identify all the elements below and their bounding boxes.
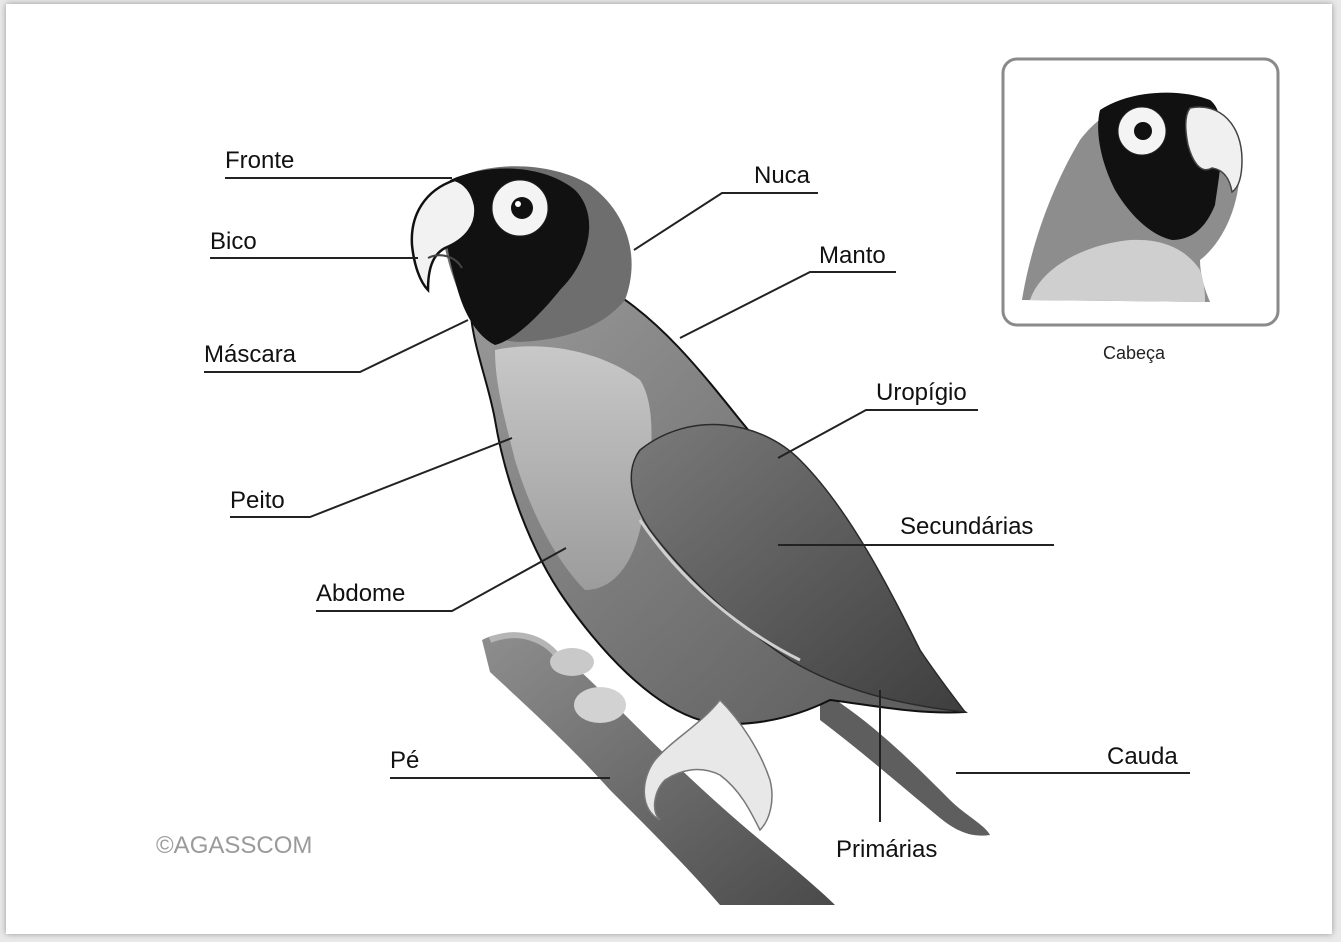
label-nuca: Nuca — [754, 164, 810, 188]
label-manto: Manto — [819, 244, 886, 268]
label-pe: Pé — [390, 749, 419, 773]
label-peito: Peito — [230, 489, 285, 513]
label-uropigio: Uropígio — [876, 381, 967, 405]
label-fronte: Fronte — [225, 149, 294, 173]
label-abdome: Abdome — [316, 582, 405, 606]
watermark: ©AGASSCOM — [156, 832, 312, 860]
leader-nuca — [634, 193, 818, 250]
label-secundarias: Secundárias — [900, 515, 1033, 539]
leader-uropigio — [778, 410, 978, 458]
eye — [511, 197, 533, 219]
bird-head — [412, 166, 632, 345]
label-bico: Bico — [210, 230, 257, 254]
label-cauda: Cauda — [1107, 745, 1178, 769]
leader-manto — [680, 272, 896, 338]
chest-patch — [495, 346, 652, 590]
label-primarias: Primárias — [836, 838, 937, 862]
inset-caption: Cabeça — [1103, 343, 1165, 364]
label-mascara: Máscara — [204, 343, 296, 367]
